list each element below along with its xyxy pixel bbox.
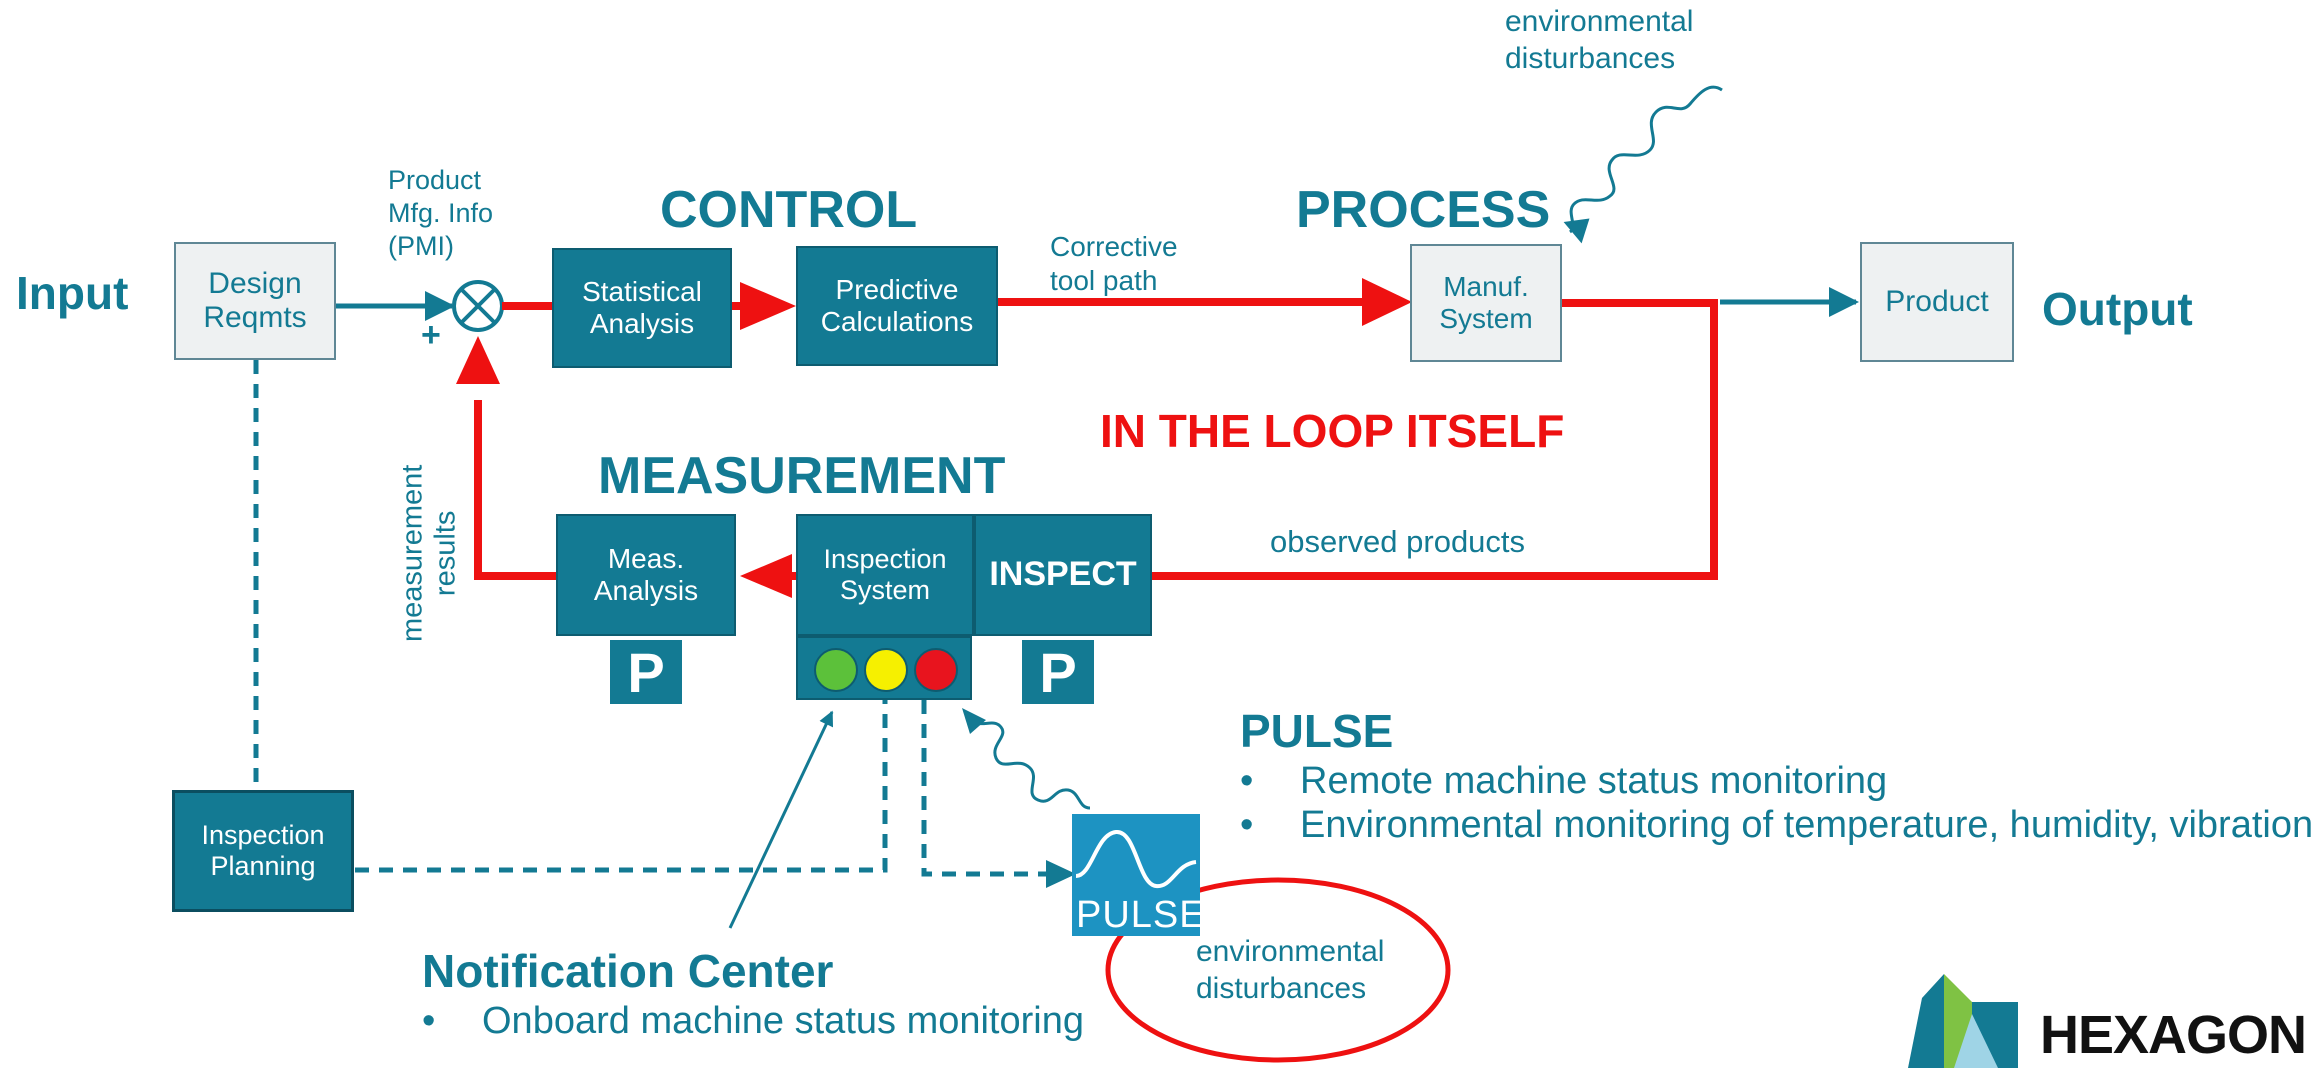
summing-junction-icon <box>452 280 504 332</box>
status-lights-panel <box>796 636 972 700</box>
pulse-bullet-1: Remote machine status monitoring <box>1240 760 1887 803</box>
pulse-bullet-2: Environmental monitoring of temperature,… <box>1240 804 2313 847</box>
feedback-loop-line <box>1152 299 1718 580</box>
measurement-heading: MEASUREMENT <box>598 447 1006 505</box>
inspect-box: INSPECT <box>974 514 1152 636</box>
observed-products-label: observed products <box>1270 524 1526 559</box>
pulse-badge-meas: P <box>610 640 682 704</box>
lights-to-pulse-arrow <box>1046 860 1076 888</box>
red-light-icon <box>914 648 958 692</box>
measurement-results-label: measurement results <box>396 464 462 642</box>
control-heading: CONTROL <box>660 181 918 239</box>
product-box: Product <box>1860 242 2014 362</box>
env-disturbances-top-label: environmental disturbances <box>1505 5 1694 75</box>
yellow-light-icon <box>864 648 908 692</box>
disturbance-squiggle-top <box>1568 85 1723 234</box>
disturbance-arrow-top <box>1563 218 1590 244</box>
pulse-heading: PULSE <box>1240 705 1394 757</box>
manuf-system-box: Manuf. System <box>1410 244 1562 362</box>
green-light-icon <box>814 648 858 692</box>
statistical-to-predictive-arrow <box>740 282 796 330</box>
design-reqmts-box: Design Reqmts <box>174 242 336 360</box>
disturbance-squiggle-bottom <box>970 717 1091 810</box>
planning-to-lights-dashed <box>355 700 888 873</box>
pulse-logo: PULSE <box>1072 814 1200 936</box>
meas-analysis-box: Meas. Analysis <box>556 514 736 636</box>
inspection-system-box: Inspection System <box>796 514 974 636</box>
notification-center-heading: Notification Center <box>422 945 834 997</box>
predictive-calculations-box: Predictive Calculations <box>796 246 998 366</box>
disturbance-arrow-bottom <box>962 708 986 734</box>
pulse-wave-icon <box>1075 830 1197 889</box>
env-highlight-ellipse <box>1105 877 1451 1063</box>
corrective-tool-path-label: Corrective tool path <box>1050 231 1178 296</box>
inspection-to-meas-arrow <box>740 554 792 598</box>
pulse-logo-text: PULSE <box>1076 894 1200 936</box>
input-label: Input <box>16 267 129 319</box>
plus-sign: + <box>421 316 441 354</box>
output-label: Output <box>2042 283 2193 335</box>
statistical-analysis-box: Statistical Analysis <box>552 248 732 368</box>
inspection-planning-box: Inspection Planning <box>172 790 354 912</box>
pulse-badge-inspect: P <box>1022 640 1094 704</box>
notification-bullet-1: Onboard machine status monitoring <box>422 1000 1084 1043</box>
env-disturbances-bottom-label: environmental disturbances <box>1196 935 1385 1005</box>
hexagon-logo-icon <box>1908 974 2018 1068</box>
hexagon-logo-text: HEXAGON <box>2040 1005 2307 1065</box>
pmi-label: Product Mfg. Info (PMI) <box>388 165 494 261</box>
process-heading: PROCESS <box>1296 181 1551 239</box>
meas-to-junction-line <box>474 400 558 580</box>
in-the-loop-itself-label: IN THE LOOP ITSELF <box>1100 405 1565 457</box>
meas-to-junction-arrow <box>456 336 500 384</box>
lights-to-pulse-dashed <box>921 700 1060 877</box>
predictive-to-manuf-arrow <box>1362 278 1412 326</box>
notification-pointer <box>728 710 834 929</box>
